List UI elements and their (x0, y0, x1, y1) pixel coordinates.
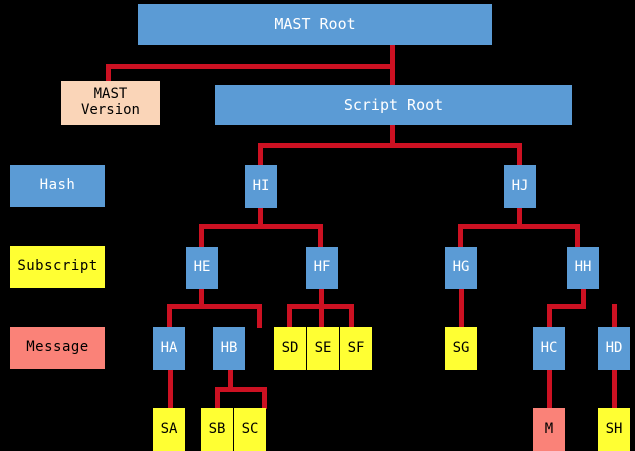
edge-hd-to-sh (612, 370, 617, 410)
edge-hf-to-sf (349, 304, 354, 328)
edge-scriptroot-to-hj (517, 143, 522, 166)
edge-hh-to-hc (547, 304, 552, 328)
node-hc: HC (533, 327, 565, 370)
node-he: HE (186, 247, 218, 289)
edge-scriptroot-stem (390, 124, 395, 146)
edge-mastroot-bar (106, 64, 395, 69)
edge-mastroot-to-version (106, 64, 111, 82)
edge-hi-bar (199, 224, 323, 229)
edge-hj-to-hg (458, 224, 463, 248)
edge-hi-to-hf (318, 224, 323, 248)
node-hd: HD (598, 327, 630, 370)
edge-hf-to-se (319, 304, 324, 328)
legend-item-subscript: Subscript (10, 246, 105, 288)
edge-hh-bar (547, 304, 586, 309)
node-sf: SF (340, 327, 372, 370)
edge-hi-stem (258, 207, 263, 226)
node-hj: HJ (504, 165, 536, 208)
node-mast-version: MAST Version (61, 81, 160, 125)
edge-hb-bar (215, 387, 267, 392)
node-se: SE (307, 327, 339, 370)
edge-he-bar (167, 304, 262, 309)
node-sg: SG (445, 327, 477, 370)
node-m: M (533, 408, 565, 451)
node-sc: SC (234, 408, 266, 451)
edge-he-to-hb (257, 304, 262, 328)
legend-item-hash: Hash (10, 165, 105, 207)
edge-mastroot-stem (390, 44, 395, 66)
edge-hh-to-hd (612, 304, 617, 328)
edge-hg-to-sg (459, 288, 464, 328)
node-sa: SA (153, 408, 185, 451)
edge-hj-bar (458, 224, 580, 229)
edge-hc-to-m (547, 370, 552, 410)
node-ha: HA (153, 327, 185, 370)
legend-item-message: Message (10, 327, 105, 369)
edge-he-stem (199, 288, 204, 306)
edge-ha-to-sa (168, 370, 173, 410)
edge-hb-to-sb (215, 387, 220, 409)
edge-mastroot-to-scriptroot (390, 64, 395, 86)
node-sh: SH (598, 408, 630, 451)
edge-he-to-ha (167, 304, 172, 328)
edge-hj-stem (517, 207, 522, 226)
node-script-root: Script Root (215, 85, 572, 125)
node-hf: HF (306, 247, 338, 289)
edge-hh-stem (581, 288, 586, 306)
edge-hf-stem (319, 288, 324, 306)
edge-hi-to-he (199, 224, 204, 248)
node-sd: SD (274, 327, 306, 370)
edge-scriptroot-to-hi (258, 143, 263, 166)
node-mast-root: MAST Root (138, 4, 492, 45)
node-hh: HH (567, 247, 599, 289)
edge-hj-to-hh (575, 224, 580, 248)
edge-hb-to-sc (262, 387, 267, 409)
edge-scriptroot-bar (258, 143, 522, 148)
node-hg: HG (445, 247, 477, 289)
node-hi: HI (245, 165, 277, 208)
node-sb: SB (201, 408, 233, 451)
node-hb: HB (213, 327, 245, 370)
edge-hf-to-sd (287, 304, 292, 328)
edge-hb-stem (228, 370, 233, 389)
